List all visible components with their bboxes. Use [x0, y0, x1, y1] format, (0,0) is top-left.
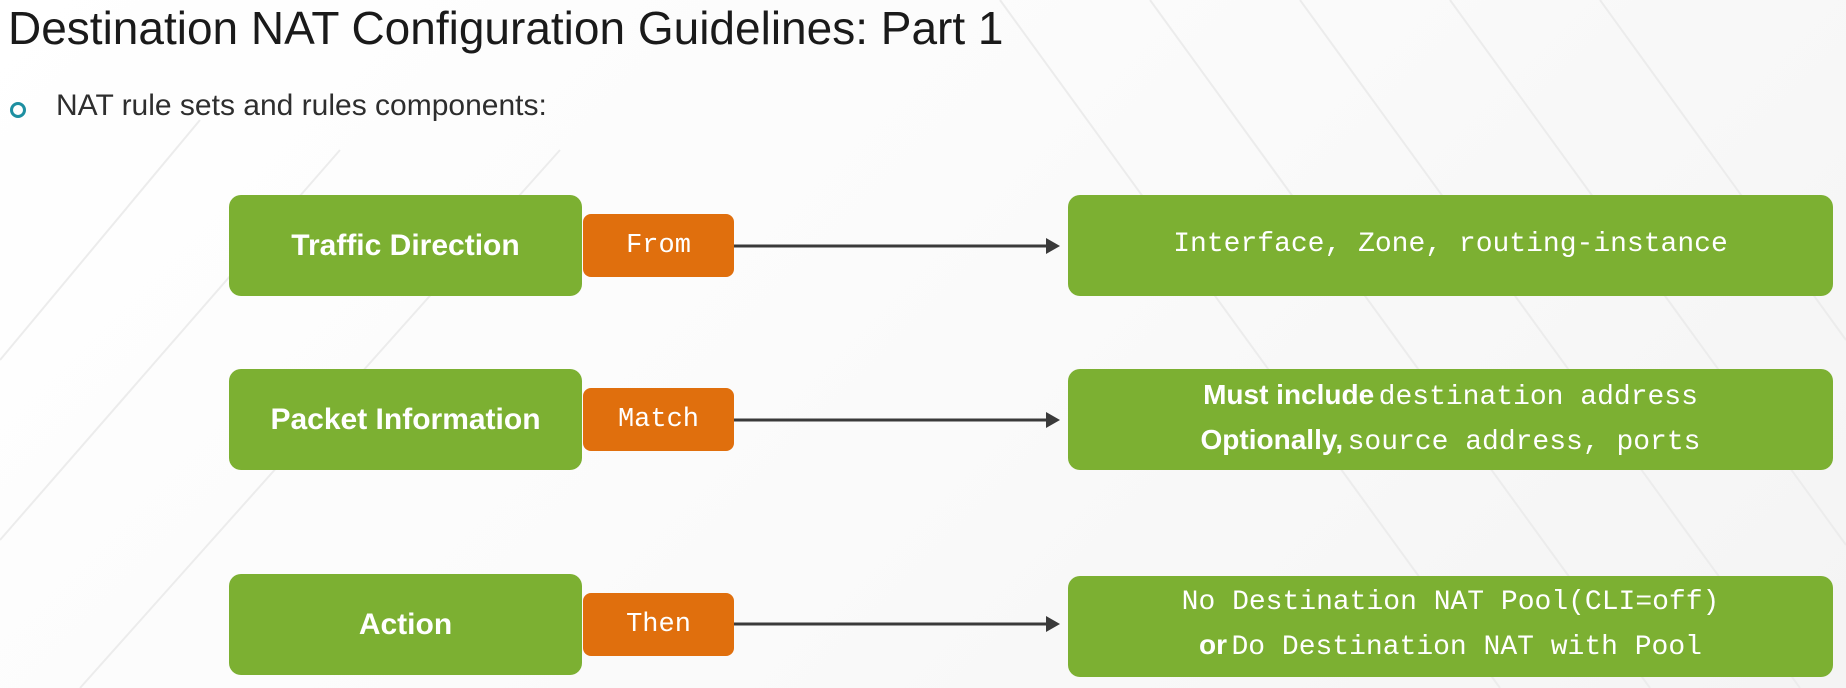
description-label-text: Optionally, — [1200, 423, 1344, 455]
keyword-tag-match: Match — [583, 388, 734, 451]
description-mono-text: Interface, Zone, routing-instance — [1173, 228, 1728, 260]
keyword-tag-then: Then — [583, 593, 734, 656]
description-line: Optionally, source address, ports — [1201, 420, 1701, 465]
description-label-text: or — [1199, 629, 1228, 660]
hollow-circle-bullet-icon — [10, 102, 26, 118]
description-box-then: No Destination NAT Pool(CLI=off) or Do D… — [1068, 576, 1833, 677]
keyword-tag-from: From — [583, 214, 734, 277]
description-mono-text: Do Destination NAT with Pool — [1231, 632, 1702, 663]
arrowhead-icon — [1046, 412, 1060, 428]
description-box-match: Must include destination address Optiona… — [1068, 369, 1833, 470]
component-traffic-direction: Traffic Direction — [229, 195, 582, 296]
description-line: or Do Destination NAT with Pool — [1199, 625, 1702, 670]
arrowhead-icon — [1046, 238, 1060, 254]
slide-title: Destination NAT Configuration Guidelines… — [8, 2, 1004, 54]
description-line: Interface, Zone, routing-instance — [1173, 225, 1728, 267]
component-packet-information: Packet Information — [229, 369, 582, 470]
description-mono-text: source address, ports — [1347, 426, 1701, 458]
description-line: Must include destination address — [1203, 375, 1698, 420]
description-label-text: Must include — [1203, 378, 1375, 410]
component-action: Action — [229, 574, 582, 675]
description-box-from: Interface, Zone, routing-instance — [1068, 195, 1833, 296]
arrowhead-icon — [1046, 616, 1060, 632]
description-mono-text: destination address — [1378, 381, 1698, 413]
description-line: No Destination NAT Pool(CLI=off) — [1182, 583, 1720, 625]
description-mono-text: No Destination NAT Pool(CLI=off) — [1181, 587, 1720, 618]
bullet-text: NAT rule sets and rules components: — [56, 89, 547, 122]
